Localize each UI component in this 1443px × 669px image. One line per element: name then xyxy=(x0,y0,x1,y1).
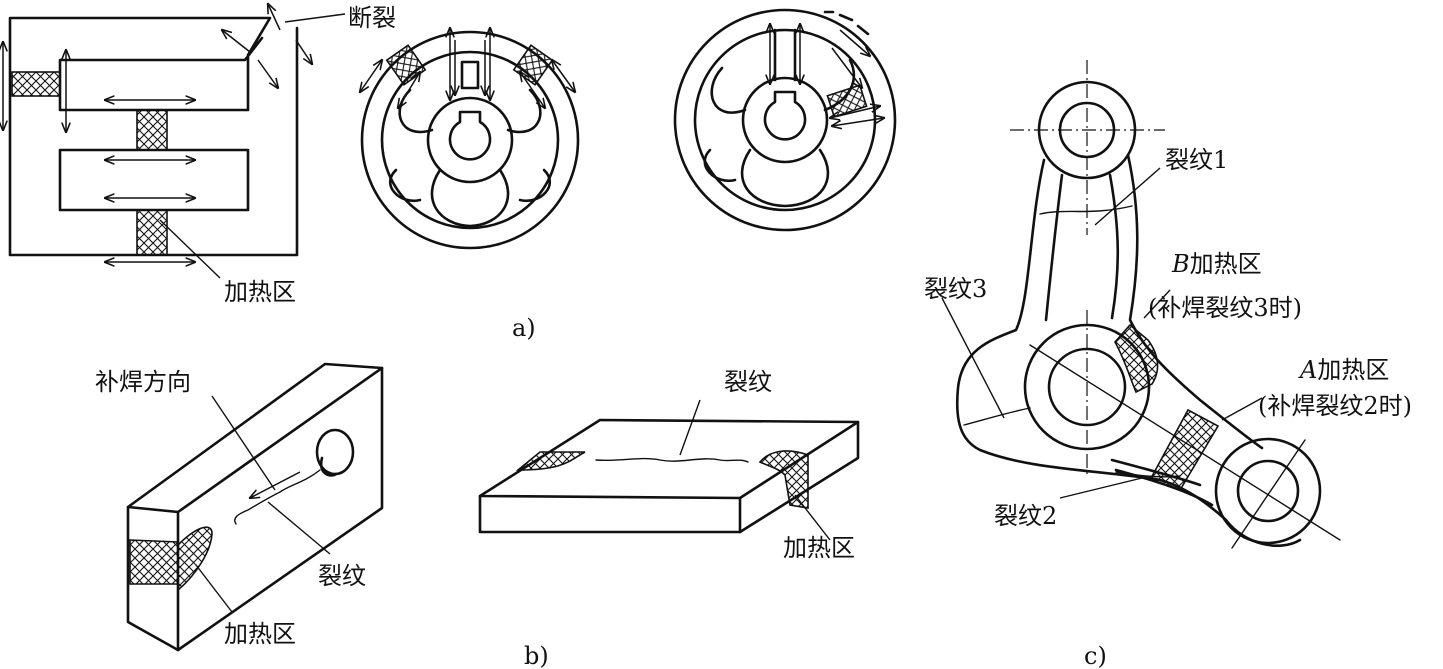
label-b-heating-zone-letter: B xyxy=(1171,250,1190,278)
frame-bottom-heating-zone xyxy=(136,209,168,256)
label-a-heating-zone-text: 加热区 xyxy=(1317,356,1389,384)
label-fracture: 断裂 xyxy=(348,4,396,32)
label-crack-3: 裂纹3 xyxy=(924,275,987,303)
label-b-heating-zone: B加热区 xyxy=(1171,250,1262,278)
caption-c: c) xyxy=(1084,642,1107,669)
caption-b: b) xyxy=(524,642,549,669)
frame-middle-heating-zone xyxy=(136,109,168,151)
label-heating-zone-slab: 加热区 xyxy=(783,534,855,562)
part-c-three-arm-casting xyxy=(941,60,1341,549)
frame-outline xyxy=(8,16,299,257)
caption-a: a) xyxy=(512,314,536,342)
label-crack-1: 裂纹1 xyxy=(1165,146,1228,174)
label-b-heating-zone-text: 加热区 xyxy=(1190,250,1262,278)
label-crack-slab: 裂纹 xyxy=(724,368,772,396)
label-heating-zone-plate: 加热区 xyxy=(224,620,296,648)
label-repair-weld-direction: 补焊方向 xyxy=(95,368,191,396)
label-b-heating-zone-note: (补焊裂纹3时) xyxy=(1148,294,1302,322)
frame-middle-bar xyxy=(58,148,250,212)
frame-left-heating-zone xyxy=(11,71,61,97)
part-a-wheel-1 xyxy=(360,28,580,250)
label-a-heating-zone-note: (补焊裂纹2时) xyxy=(1258,392,1412,420)
part-a-frame-casting xyxy=(3,4,346,279)
part-b-flat-slab xyxy=(478,399,860,541)
part-b-plate-with-hole xyxy=(126,362,384,652)
part-a-wheel-2 xyxy=(673,8,897,232)
label-a-heating-zone: A加热区 xyxy=(1298,356,1389,384)
label-a-heating-zone-letter: A xyxy=(1298,356,1317,384)
label-crack-plate: 裂纹 xyxy=(318,562,366,590)
label-crack-2: 裂纹2 xyxy=(994,502,1057,530)
label-heating-zone-frame: 加热区 xyxy=(224,278,296,306)
